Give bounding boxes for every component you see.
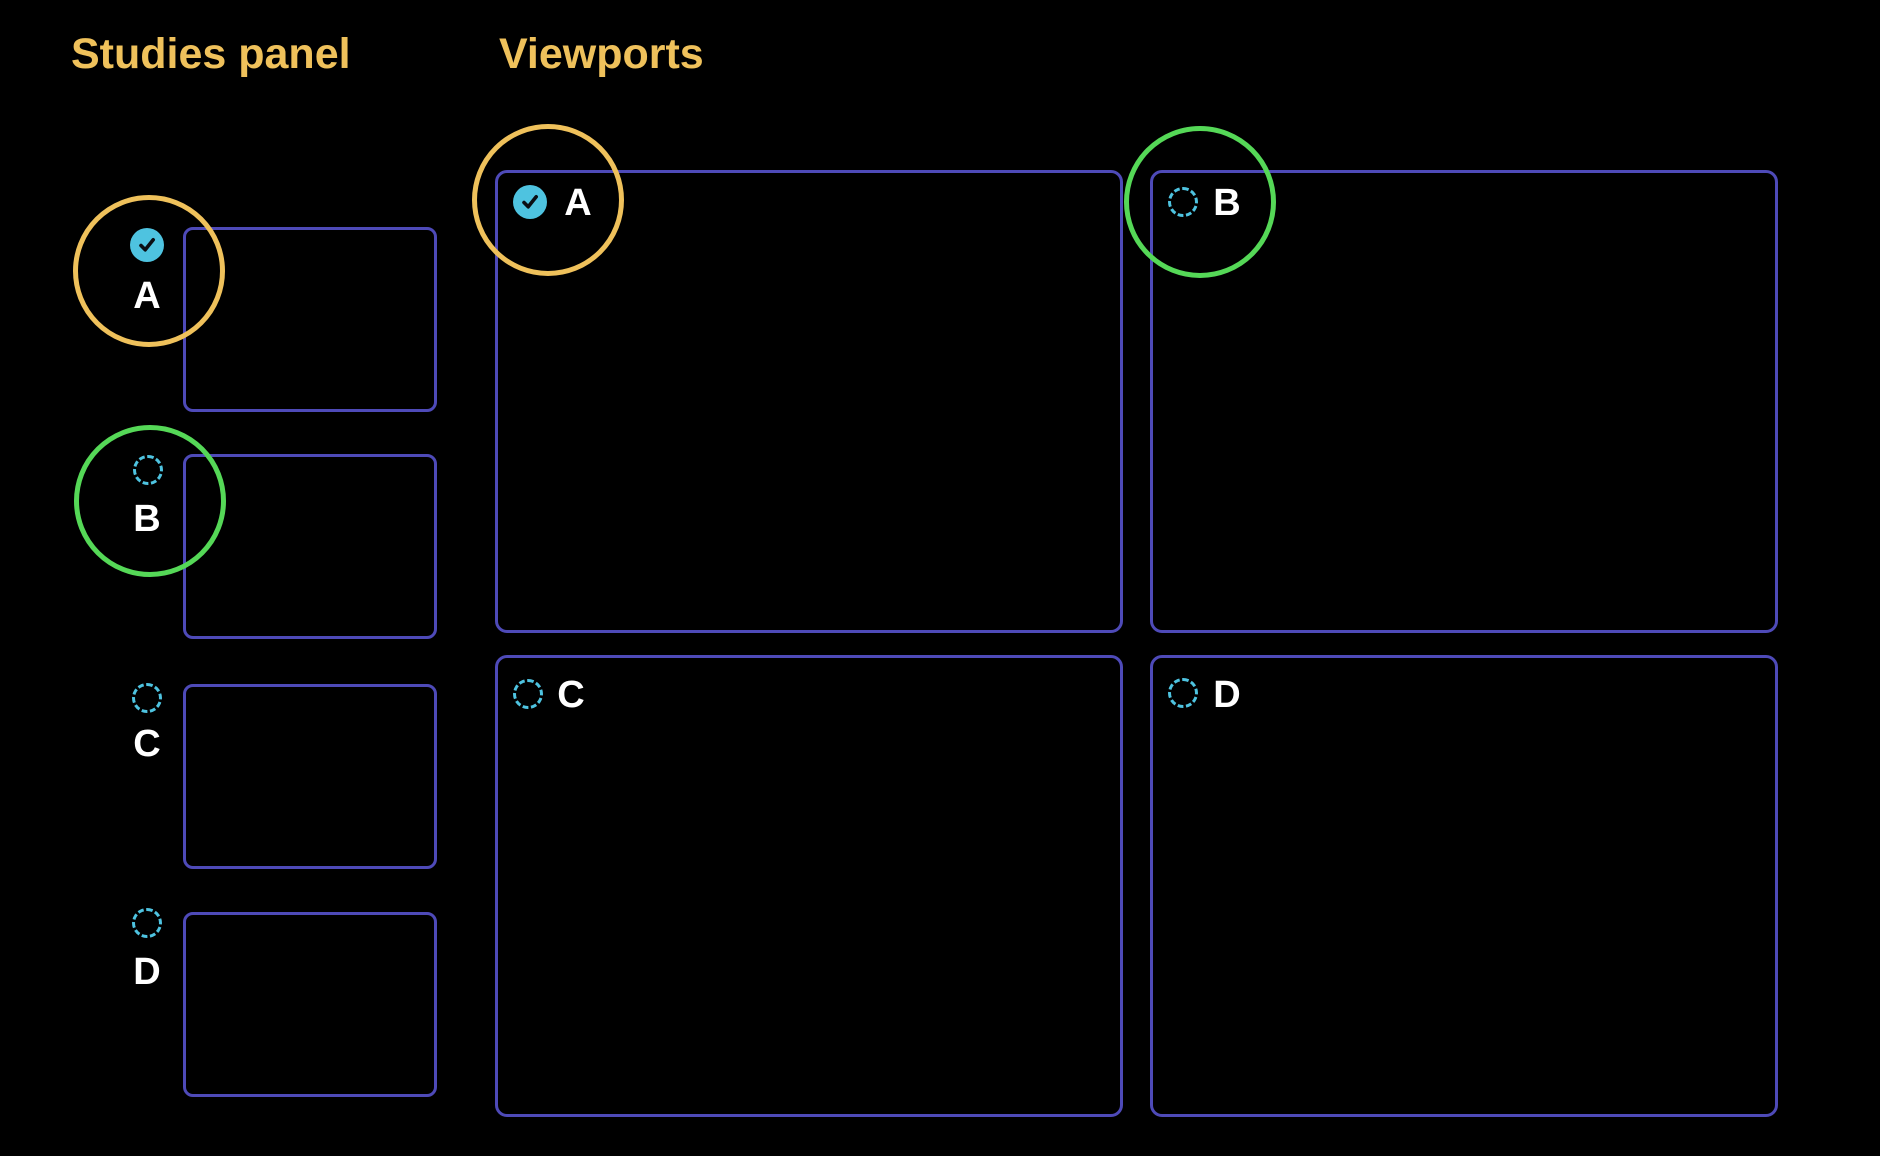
dashed-circle-icon xyxy=(1168,678,1198,708)
study-thumbnail-d xyxy=(183,912,437,1097)
study-label-c: C xyxy=(133,723,161,765)
dashed-circle-icon xyxy=(132,908,162,938)
study-thumbnail-a xyxy=(183,227,437,412)
viewport-d xyxy=(1150,655,1778,1117)
studies-panel-title: Studies panel xyxy=(71,30,351,78)
viewport-label-d: D xyxy=(1213,674,1241,716)
study-thumbnail-c xyxy=(183,684,437,869)
highlight-ring-green xyxy=(74,425,226,577)
viewport-c xyxy=(495,655,1123,1117)
highlight-ring-yellow xyxy=(472,124,624,276)
dashed-circle-icon xyxy=(132,683,162,713)
viewport-label-c: C xyxy=(557,674,585,716)
viewports-panel-title: Viewports xyxy=(499,30,704,78)
study-label-d: D xyxy=(133,951,161,993)
highlight-ring-yellow xyxy=(73,195,225,347)
study-thumbnail-b xyxy=(183,454,437,639)
highlight-ring-green xyxy=(1124,126,1276,278)
dashed-circle-icon xyxy=(513,679,543,709)
